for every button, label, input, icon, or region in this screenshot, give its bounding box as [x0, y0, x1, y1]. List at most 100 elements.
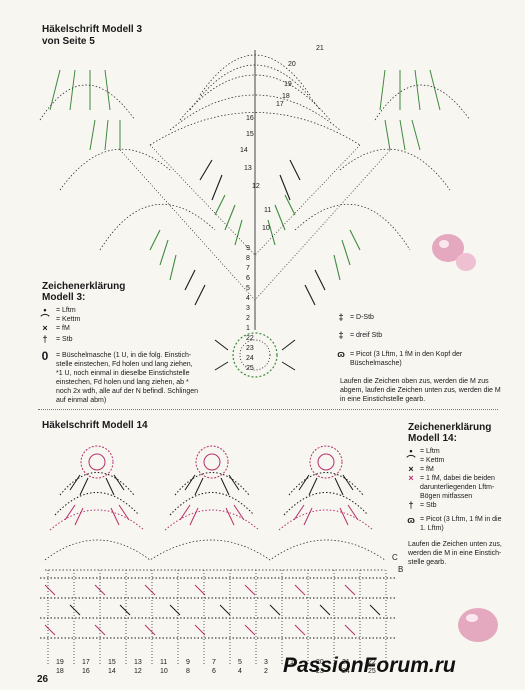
flower-medallion-1 [49, 445, 145, 531]
buschel-line: stelle einstechen, Fd holen und lang zie… [56, 361, 193, 368]
slip-stitch-symbol: ⌒ [40, 314, 50, 324]
model14-row-number: 20 [316, 659, 324, 666]
legend-item-text: = D-Stb [350, 314, 374, 321]
legend-item-text: darunterliegenden Lftm- [420, 484, 495, 491]
model14-row-number: 17 [82, 659, 90, 666]
model14-row-number: 1 [290, 659, 294, 666]
model14-row-number: 2 [264, 668, 268, 675]
model3-row-number: 17 [276, 101, 284, 108]
flower-medallion-3 [278, 445, 374, 531]
model14-crochet-chart: 19 17 15 13 11 9 7 5 3 1 18 16 14 12 10 … [40, 445, 498, 675]
model14-chain-arches [44, 539, 386, 571]
model14-row-number: 9 [186, 659, 190, 666]
buschel-line: = Büschelmasche (1 U, in die folg. Einst… [56, 352, 192, 359]
model3-row-number: 20 [288, 61, 296, 68]
buschel-line: *1 U, noch einmal in dieselbe Einstichst… [56, 370, 190, 377]
double-crochet-symbol: † [408, 500, 414, 510]
single-crochet-symbol: × [408, 464, 414, 474]
model3-subtitle: von Seite 5 [42, 36, 95, 47]
picot-symbol: ɷ [337, 349, 345, 359]
legend-item-text: Büschelmasche) [350, 360, 402, 367]
model3-row-number: 18 [282, 93, 290, 100]
chain-stitch-symbol: • [409, 446, 413, 456]
model3-row-number: 2 [246, 315, 250, 322]
legend-item-text: = dreif Stb [350, 332, 383, 339]
model3-row-number: 11 [264, 207, 271, 214]
model14-bottom-rows [40, 577, 395, 639]
model3-row-number: 10 [262, 225, 270, 232]
model14-row-number: 14 [108, 668, 116, 675]
model14-row-numbers: 19 17 15 13 11 9 7 5 3 1 18 16 14 12 10 … [56, 659, 376, 675]
model14-row-number: 15 [108, 659, 116, 666]
model3-side-arcs [39, 84, 471, 251]
legend-item-text: = Lftm [56, 307, 76, 314]
model14-row-number: 16 [82, 668, 90, 675]
section-divider [38, 409, 498, 410]
edge-label-b: B [398, 565, 403, 574]
model14-row-number: 22 [368, 659, 376, 666]
cluster-stitch-icon: 0 [41, 349, 49, 363]
model3-row-numbers: 1 2 3 4 5 6 7 8 9 10 11 12 13 14 15 16 1… [240, 45, 324, 372]
model3-row-number: 23 [246, 345, 254, 352]
double-crochet-symbol: † [42, 334, 48, 344]
model3-side-fans [49, 69, 441, 151]
legend-item-text: = Kettm [420, 457, 445, 464]
bead-decoration-top [432, 234, 476, 271]
single-crochet-symbol: × [42, 323, 48, 333]
model14-row-number: 12 [134, 668, 142, 675]
model3-row-number: 13 [244, 165, 252, 172]
model14-row-number: 10 [160, 668, 168, 675]
model14-row-number: 23 [316, 668, 324, 675]
model3-row-number: 22 [246, 335, 254, 342]
model3-triangle-stitches [149, 159, 361, 306]
legend-item-text: = Picot (3 Lftm, 1 fM in den Kopf der [350, 351, 463, 358]
model3-row-number: 15 [246, 131, 254, 138]
model3-legend-subtitle: Modell 3: [42, 292, 86, 303]
model3-crochet-chart: 1 2 3 4 5 6 7 8 9 10 11 12 13 14 15 16 1… [39, 45, 476, 378]
model3-row-number: 14 [240, 147, 248, 154]
model14-row-number: 8 [186, 668, 190, 675]
model3-row-number: 4 [246, 295, 250, 302]
buschel-line: noch 2x wdh, alle auf der N befindl. Sch… [56, 388, 199, 395]
model14-row-number: 25 [368, 668, 376, 675]
model14-edge-labels: B C [392, 553, 403, 574]
model14-row-number: 19 [56, 659, 64, 666]
model3-row-number: 12 [252, 183, 260, 190]
model3-row-number: 7 [246, 265, 250, 272]
model3-note-line: Laufen die Zeichen oben zus, werden die … [340, 378, 489, 385]
buschel-line: einstechen, Fd holen und lang ziehen, ab… [56, 379, 189, 386]
model14-row-number: 13 [134, 659, 142, 666]
model3-note-line: abgem, laufen die Zeichen unten zus, wer… [340, 387, 501, 394]
model14-note-line: stelle gearb. [408, 559, 447, 566]
treble-crochet-symbol: ‡ [338, 312, 344, 322]
slip-stitch-symbol: ⌒ [406, 455, 416, 465]
model14-fan-rows [64, 474, 359, 526]
model14-note-line: werden die M in eine Einstich- [408, 550, 502, 557]
model3-row-number: 24 [246, 355, 254, 362]
model14-legend-title: Zeichenerklärung [408, 422, 492, 433]
model14-row-number: 4 [238, 668, 242, 675]
model14-row-number: 18 [56, 668, 64, 675]
page-number: 26 [37, 674, 49, 685]
model3-row-number: 5 [246, 285, 250, 292]
legend-item-text: = Stb [56, 336, 73, 343]
model3-title: Häkelschrift Modell 3 [42, 24, 143, 35]
model3-legend-title: Zeichenerklärung [42, 281, 126, 292]
flower-medallion-2 [164, 445, 260, 531]
legend-item-text: = fM [420, 466, 434, 473]
model3-row-number: 25 [246, 365, 254, 372]
legend-item-text: Bögen mitfassen [420, 493, 473, 500]
legend-item-text: 1. Lftm) [420, 525, 444, 532]
bead-decoration-bottom [458, 608, 498, 642]
picot-symbol: ɷ [407, 515, 415, 525]
model3-row-number: 16 [246, 115, 254, 122]
model3-row-number: 6 [246, 275, 250, 282]
model14-row-number: 6 [212, 668, 216, 675]
model14-row-number: 21 [342, 659, 350, 666]
legend-item-text: = Picot (3 Lftm, 1 fM in die [420, 516, 502, 523]
watermark-text: PassionForum.ru [283, 654, 456, 677]
model14-row-number: 3 [264, 659, 268, 666]
model3-row-number: 21 [316, 45, 324, 52]
model14-flowers [49, 445, 374, 531]
model3-row-number: 19 [284, 81, 292, 88]
